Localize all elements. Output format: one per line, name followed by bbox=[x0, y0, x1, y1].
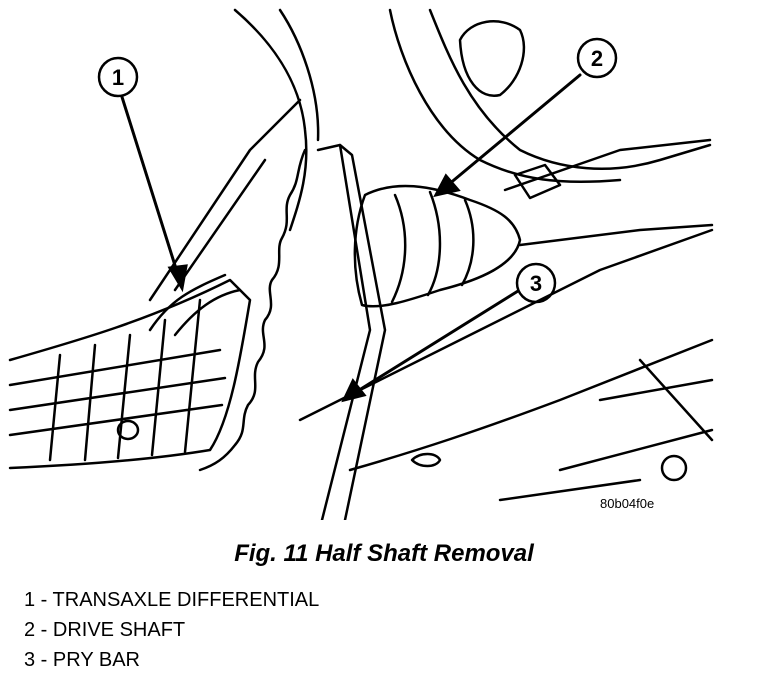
callout-1-arrowhead bbox=[167, 264, 188, 293]
callout-3-number: 3 bbox=[530, 271, 542, 296]
drive-shaft-boot bbox=[353, 184, 522, 308]
figure-caption: Fig. 11 Half Shaft Removal bbox=[234, 540, 534, 567]
differential-edge bbox=[198, 148, 307, 472]
upper-housing-edge bbox=[388, 8, 622, 184]
legend-item: 3 - PRY BAR bbox=[24, 649, 140, 671]
shaft-tube-top bbox=[503, 138, 712, 192]
shaft-tube-bottom bbox=[518, 223, 714, 247]
half-shaft-removal-illustration: 1 2 3 bbox=[8, 8, 714, 520]
crossmember-hole bbox=[410, 452, 442, 468]
differential-grid bbox=[8, 298, 227, 462]
lower-right-panel bbox=[498, 358, 714, 502]
left-frame-member-2 bbox=[173, 158, 267, 292]
differential-ribs bbox=[148, 273, 242, 337]
callout-1-leader bbox=[120, 95, 180, 277]
legend-item: 1 - TRANSAXLE DIFFERENTIAL bbox=[24, 589, 320, 611]
upper-body-curve-inner bbox=[278, 8, 320, 142]
upper-body-curve bbox=[233, 8, 308, 232]
pry-bar bbox=[316, 143, 387, 520]
drive-shaft-boot-ridges bbox=[390, 190, 475, 304]
callout-3-arrowhead bbox=[341, 378, 367, 403]
differential-case-outline bbox=[8, 278, 252, 470]
callout-3-leader bbox=[354, 289, 520, 394]
callout-2-number: 2 bbox=[591, 46, 603, 71]
figure-code: 80b04f0e bbox=[600, 496, 655, 511]
crossmember-bottom bbox=[348, 338, 714, 472]
upper-housing-ring bbox=[458, 20, 526, 97]
differential-bolt bbox=[116, 419, 140, 441]
callout-1-number: 1 bbox=[112, 65, 124, 90]
callout-1-circle bbox=[97, 56, 139, 98]
legend: 1 - TRANSAXLE DIFFERENTIAL 2 - DRIVE SHA… bbox=[24, 585, 319, 675]
shaft-bracket bbox=[513, 163, 562, 200]
callout-2-leader bbox=[446, 73, 582, 187]
left-frame-member bbox=[148, 98, 302, 302]
callout-2-arrowhead bbox=[433, 173, 461, 198]
lower-right-bolt bbox=[660, 454, 688, 482]
callout-2-circle bbox=[576, 37, 618, 79]
upper-housing bbox=[428, 8, 712, 170]
legend-item: 2 - DRIVE SHAFT bbox=[24, 619, 186, 641]
callout-3-circle bbox=[515, 262, 557, 304]
crossmember-top bbox=[298, 228, 714, 422]
